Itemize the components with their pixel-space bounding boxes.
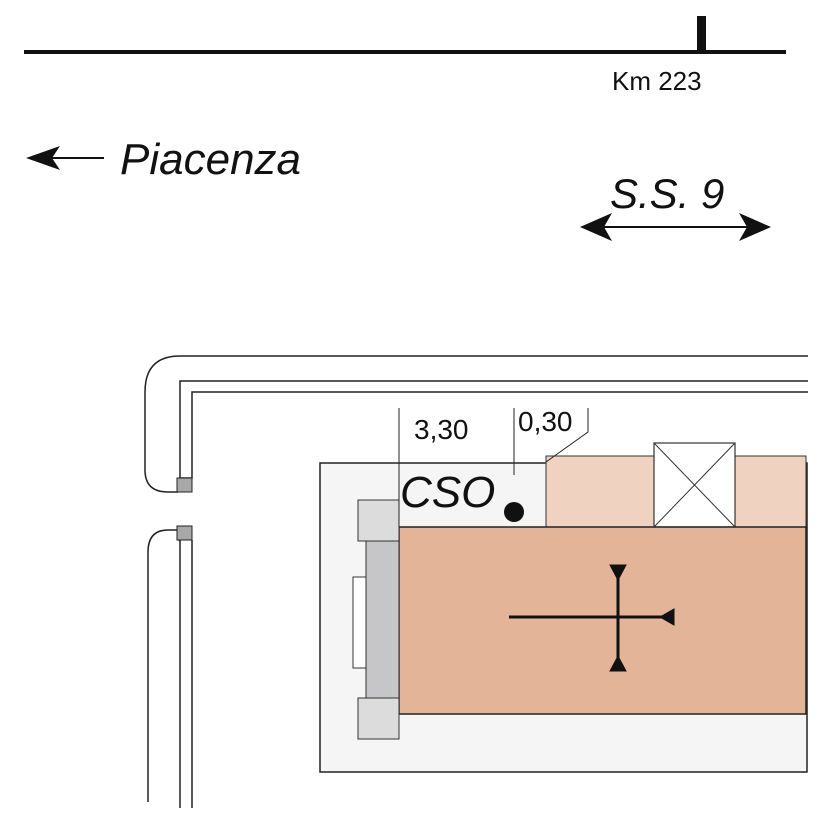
- gate-post-bottom: [176, 525, 193, 541]
- km-label: Km 223: [612, 66, 702, 96]
- cross-icon: [509, 564, 675, 672]
- perimeter-walls: [144, 355, 808, 808]
- portico-top-block: [357, 499, 400, 542]
- km-marker-tick: [697, 16, 706, 54]
- portico-bottom-block: [357, 697, 400, 740]
- two-way-arrow-right-icon: [739, 213, 771, 241]
- direction-city-label: Piacenza: [120, 135, 301, 184]
- outer-wall-top: [144, 355, 808, 493]
- road-axis: Km 223: [24, 16, 786, 96]
- road-name-group: S.S. 9: [580, 170, 771, 241]
- main-building: [398, 526, 807, 715]
- cso-label: CSO: [400, 468, 495, 517]
- portico-step: [352, 576, 367, 669]
- direction-piacenza: Piacenza: [26, 135, 301, 184]
- arrow-left-icon: [26, 146, 60, 170]
- outer-wall-bottom: [147, 529, 178, 802]
- cso-point-icon: [504, 502, 524, 522]
- gate-post-top: [176, 477, 193, 493]
- dim-right-bracket: [545, 408, 589, 463]
- dimension-right-label: 0,30: [518, 406, 573, 437]
- road-name-label: S.S. 9: [610, 170, 724, 217]
- inner-wall-bottom: [178, 539, 181, 808]
- dimension-left-label: 3,30: [414, 414, 469, 445]
- portico-body: [365, 540, 400, 699]
- two-way-arrow-left-icon: [580, 213, 612, 241]
- entrance-portico: [352, 499, 400, 740]
- dimension-leaders: [398, 408, 589, 527]
- box-x-icon: [653, 442, 736, 528]
